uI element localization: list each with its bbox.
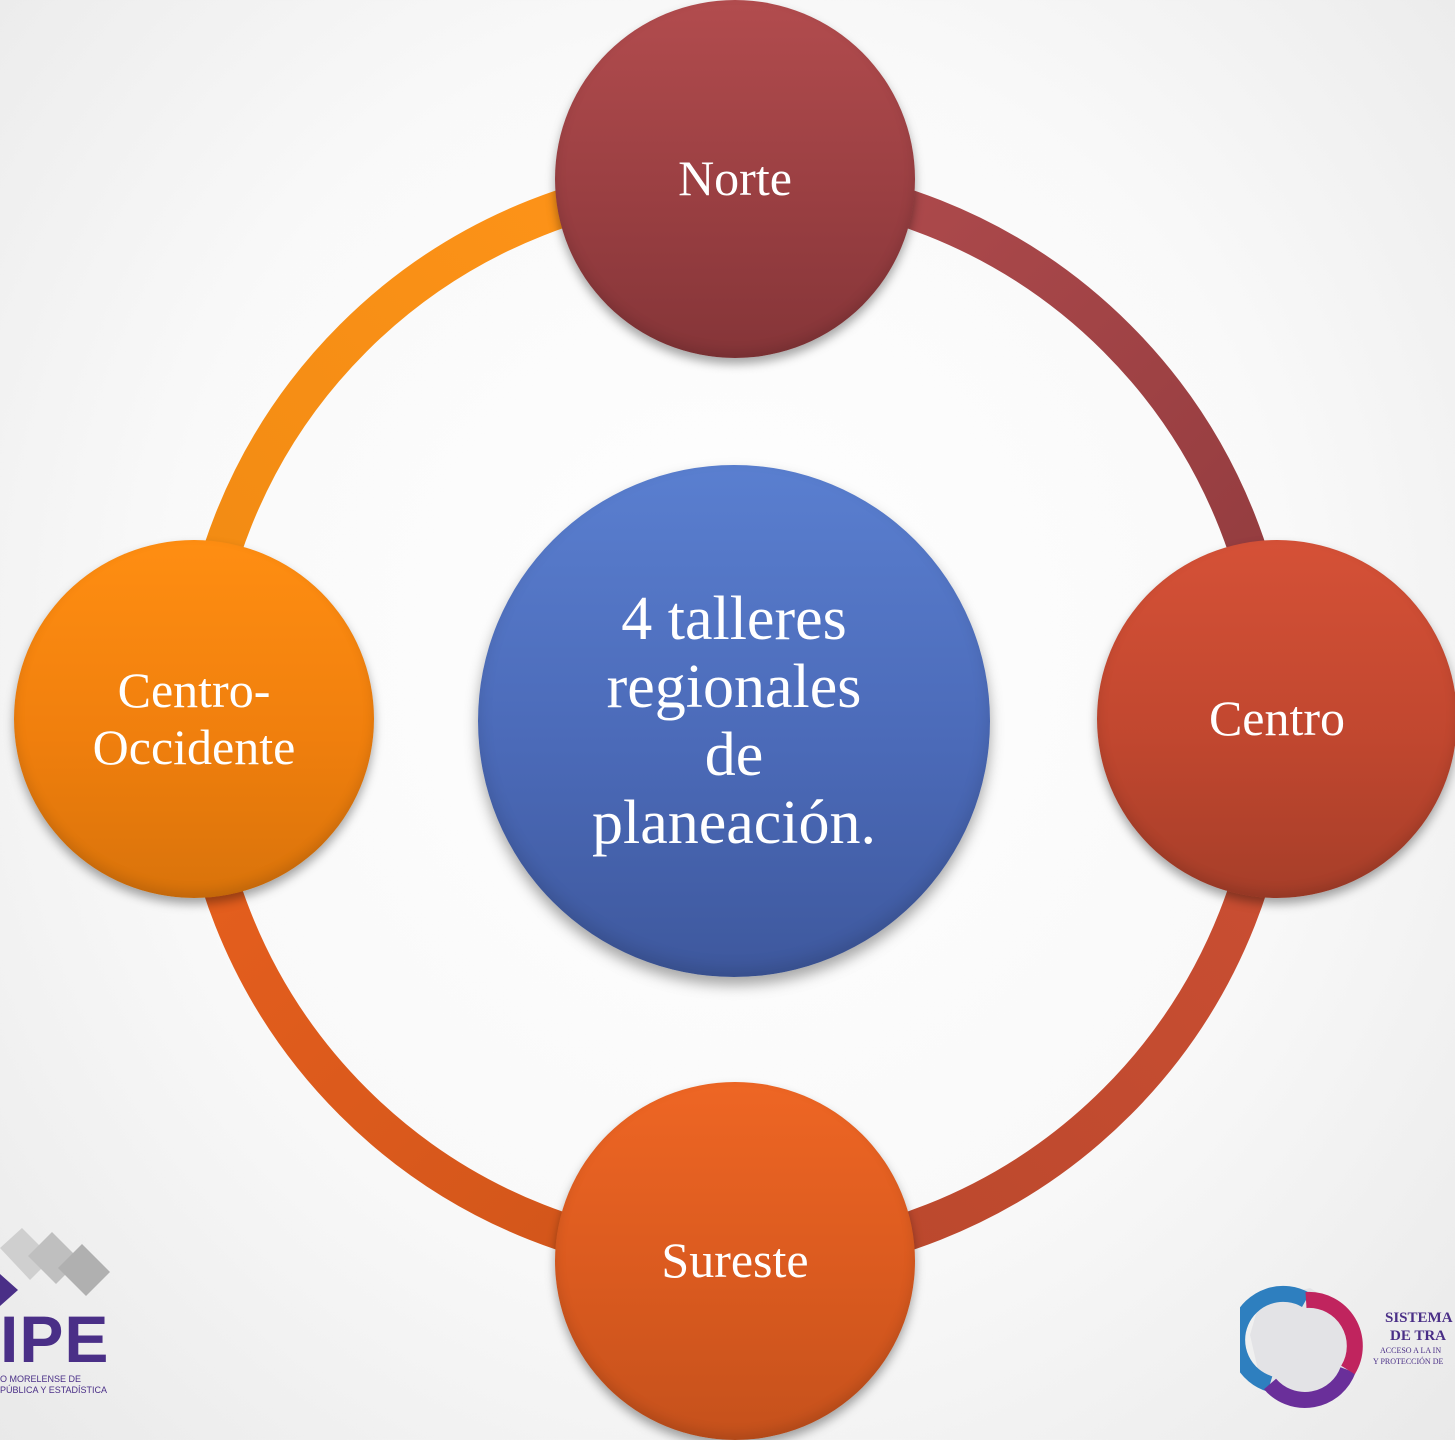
hub-line-3: de (704, 721, 764, 789)
transparency-logo-line-1: SISTEMA (1385, 1310, 1453, 1326)
hub-node: 4 talleres regionales de planeación. (478, 465, 990, 977)
transparency-system-logo: SISTEMA DE TRA ACCESO A LA IN Y PROTECCI… (1240, 1280, 1455, 1420)
node-centro-occidente-line-1: Centro- (117, 661, 271, 718)
ipe-logo-name: IPE (0, 1302, 110, 1376)
node-norte-label: Norte (678, 150, 792, 207)
hub-line-2: regionales (606, 652, 862, 721)
hub-label: 4 talleres regionales de planeación. (592, 585, 876, 858)
ipe-logo: IPE O MORELENSE DE PÚBLICA Y ESTADÍSTICA (0, 1228, 160, 1408)
transparency-logo-line-2: DE TRA (1390, 1328, 1446, 1344)
ipe-logo-subtitle-2: PÚBLICA Y ESTADÍSTICA (0, 1385, 108, 1395)
node-centro-occidente-line-2: Occidente (92, 719, 296, 775)
node-centro-label: Centro (1208, 690, 1346, 747)
ipe-logo-mark (0, 1228, 110, 1306)
node-centro: Centro (1097, 540, 1455, 898)
node-sureste-label: Sureste (661, 1232, 809, 1289)
transparency-logo-line-3: ACCESO A LA IN (1380, 1346, 1442, 1355)
node-centro-occidente: Centro- Occidente (14, 540, 374, 898)
node-norte: Norte (555, 0, 915, 358)
hub-line-1: 4 talleres (621, 584, 847, 653)
hub-line-4: planeación. (591, 789, 877, 858)
node-sureste: Sureste (555, 1082, 915, 1440)
transparency-logo-emblem (1240, 1285, 1363, 1408)
transparency-logo-line-4: Y PROTECCIÓN DE (1373, 1357, 1444, 1366)
ipe-logo-subtitle-1: O MORELENSE DE (0, 1374, 82, 1384)
node-centro-occidente-label: Centro- Occidente (93, 662, 296, 777)
